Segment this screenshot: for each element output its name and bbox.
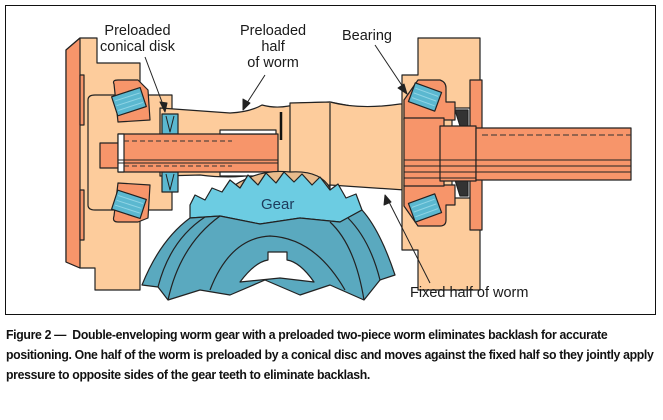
right-shaft: [475, 127, 632, 181]
right-bearing-top-roller: [407, 82, 443, 112]
label-fixed-half-of-worm: Fixed half of worm: [410, 285, 529, 301]
label-bearing: Bearing: [342, 28, 392, 44]
caption-text: Double-enveloping worm gear with a prelo…: [6, 327, 654, 382]
left-bearing-bottom-roller: [110, 189, 147, 220]
right-bearing-bottom-roller: [407, 193, 443, 223]
label-preloaded-half-of-worm: Preloaded half of worm: [240, 23, 307, 71]
left-flange-inner-2: [79, 189, 85, 241]
label-gear: Gear: [261, 196, 295, 213]
leader-preloaded-half: [244, 74, 266, 107]
left-flange-inner: [79, 74, 85, 126]
conical-disk-top: [161, 113, 179, 135]
conical-disk-bottom: [161, 171, 179, 193]
left-bearing-top-roller: [110, 86, 147, 117]
gear-bore: [239, 251, 315, 283]
leader-bearing: [374, 44, 406, 91]
worm-gear-diagram: [65, 37, 632, 301]
right-shaft-collar: [439, 125, 477, 182]
leader-conical-disk: [144, 56, 166, 111]
figure-caption: Figure 2 — Double-enveloping worm gear w…: [6, 325, 657, 385]
right-shaft-hub: [403, 117, 445, 187]
gear-hub-arc: [209, 235, 346, 291]
left-housing-flange: [65, 37, 81, 269]
caption-prefix: Figure 2 —: [6, 327, 67, 342]
leader-fixed-half: [386, 197, 431, 284]
label-preloaded-conical-disk: Preloaded conical disk: [100, 23, 175, 55]
